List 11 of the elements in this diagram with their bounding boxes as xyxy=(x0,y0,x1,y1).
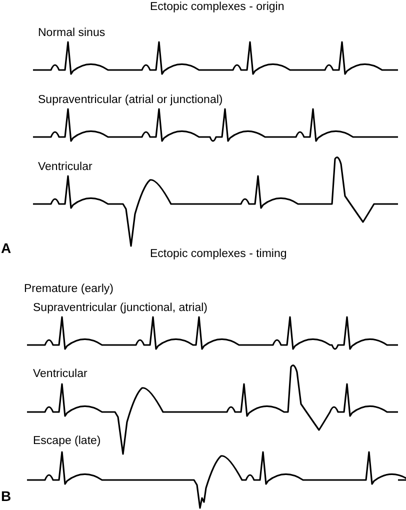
trace-label: Ventricular xyxy=(33,367,88,381)
heading: Ectopic complexes - timing xyxy=(150,247,287,261)
trace-label: Escape (late) xyxy=(33,434,101,448)
trace-label: Ventricular xyxy=(38,160,92,174)
panel-letter: A xyxy=(1,241,12,255)
trace-label: Premature (early) xyxy=(24,282,114,296)
panel-letter: B xyxy=(1,489,12,503)
trace-label: Supraventricular (atrial or junctional) xyxy=(38,93,223,107)
heading: Ectopic complexes - origin xyxy=(150,0,284,14)
trace-label: Normal sinus xyxy=(38,26,106,40)
trace-label: Supraventricular (junctional, atrial) xyxy=(33,301,208,315)
